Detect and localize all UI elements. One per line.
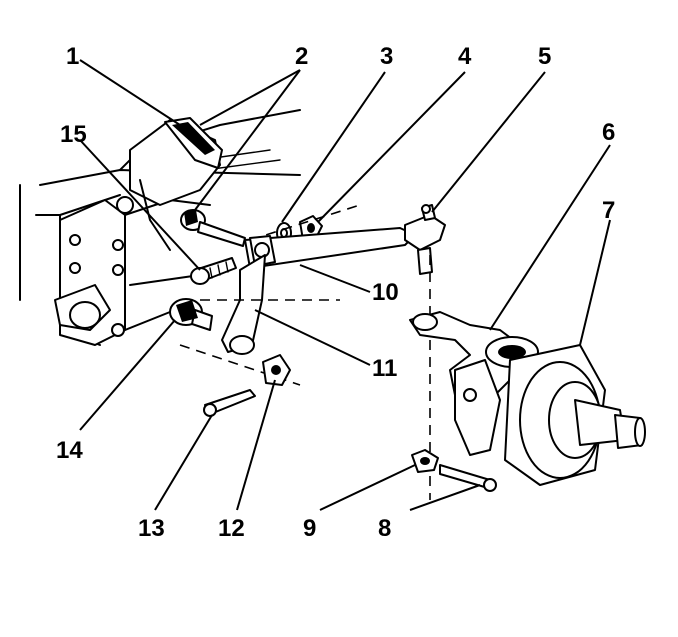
callout-11: 11 <box>372 355 397 382</box>
cotter-pin-left <box>203 389 256 417</box>
callout-4: 4 <box>458 43 472 70</box>
castle-nut-left <box>262 354 291 386</box>
drag-link-joint <box>180 209 246 247</box>
pitman-bolt <box>190 257 237 285</box>
callout-15: 15 <box>60 121 87 148</box>
castle-nut-lower <box>411 449 439 473</box>
callout-12: 12 <box>218 515 245 542</box>
cotter-pin-lower <box>439 464 497 492</box>
callout-1: 1 <box>66 43 79 70</box>
callout-13: 13 <box>138 515 165 542</box>
callout-2: 2 <box>295 43 308 70</box>
callout-3: 3 <box>380 43 393 70</box>
callout-labels: 1 2 3 4 5 6 7 8 9 10 11 12 13 14 15 <box>56 43 615 542</box>
frame-rail <box>19 109 301 346</box>
callout-5: 5 <box>538 43 551 70</box>
idler-arm-bushing <box>169 298 213 331</box>
spindle <box>504 344 646 486</box>
callout-9: 9 <box>303 515 316 542</box>
callout-10: 10 <box>372 279 399 306</box>
callout-7: 7 <box>602 197 615 224</box>
callout-14: 14 <box>56 437 83 464</box>
steering-gear <box>116 117 223 251</box>
callout-6: 6 <box>602 119 615 146</box>
leader-lines <box>79 59 611 511</box>
callout-8: 8 <box>378 515 391 542</box>
relay-rod <box>244 227 416 269</box>
